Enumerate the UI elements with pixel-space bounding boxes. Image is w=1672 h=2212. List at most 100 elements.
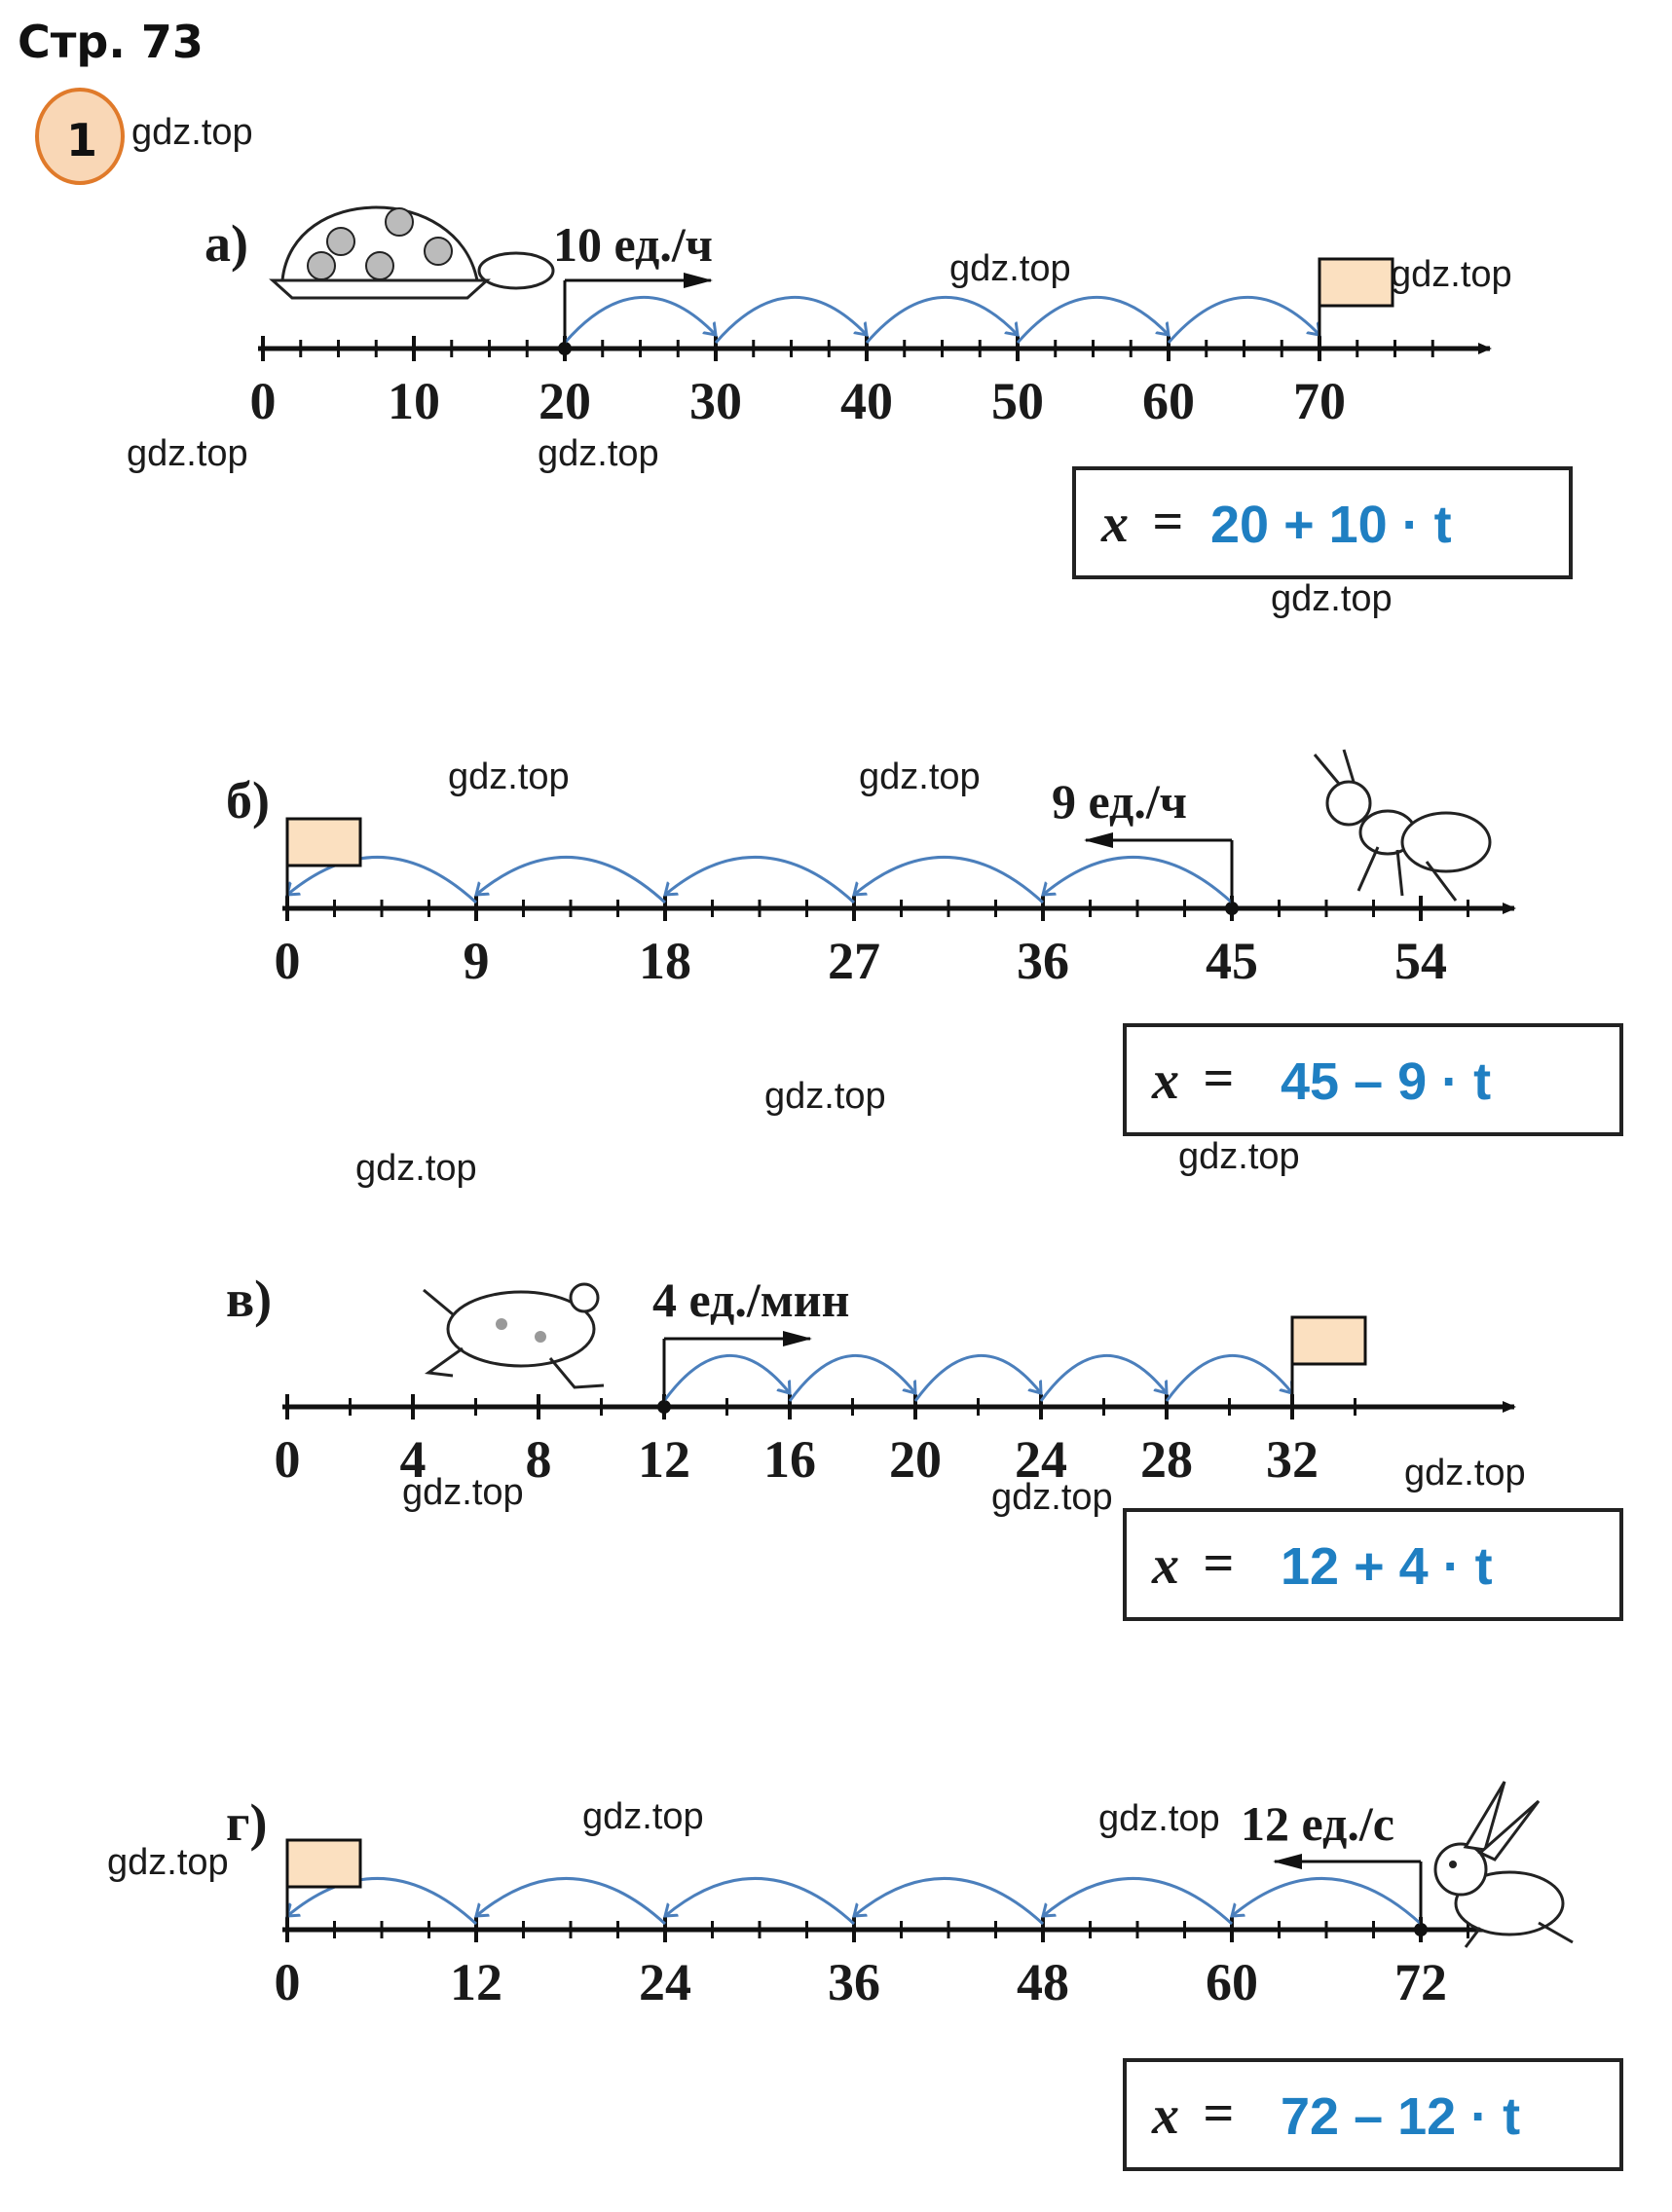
task-number-badge: 1 xyxy=(35,88,125,185)
formula-equals: = xyxy=(1203,1533,1234,1594)
watermark-text: gdz.top xyxy=(1271,578,1393,619)
formula-equals: = xyxy=(1203,2083,1234,2144)
jump-arc xyxy=(865,295,1018,344)
finish-flag xyxy=(285,817,362,867)
problem-label: в) xyxy=(226,1270,272,1328)
watermark-text: gdz.top xyxy=(1391,254,1512,295)
finish-flag xyxy=(285,1838,362,1889)
tick-label: 0 xyxy=(275,932,301,990)
problem-2: б) 0 9 18 27 36 45 54 9 ед./ч x = 45 – 9 · t xyxy=(226,749,1623,1136)
jump-arc xyxy=(1232,1877,1423,1926)
ant-icon xyxy=(1313,749,1492,902)
formula-variable: x xyxy=(1100,494,1129,554)
tick-label: 27 xyxy=(828,932,880,990)
watermark-text: gdz.top xyxy=(582,1796,704,1837)
tick-label: 45 xyxy=(1206,932,1258,990)
watermark-text: gdz.top xyxy=(1098,1798,1220,1839)
speed-label: 9 ед./ч xyxy=(1052,774,1187,829)
speed-label: 10 ед./ч xyxy=(553,217,713,272)
frog-icon xyxy=(423,1282,605,1389)
jump-arc xyxy=(563,295,716,344)
watermark-text: gdz.top xyxy=(107,1842,229,1883)
watermark-text: gdz.top xyxy=(127,433,248,474)
problem-label: б) xyxy=(226,771,270,830)
jump-arc xyxy=(1165,1354,1292,1402)
jump-arc xyxy=(476,856,667,904)
watermark-text: gdz.top xyxy=(859,756,981,797)
formula-box xyxy=(1072,466,1573,579)
jump-arc xyxy=(476,1877,667,1926)
watermark-text: gdz.top xyxy=(764,1076,886,1117)
tick-label: 0 xyxy=(275,1430,301,1489)
tick-label: 48 xyxy=(1017,1953,1069,2011)
tick-label: 16 xyxy=(763,1430,816,1489)
jump-arc xyxy=(1016,295,1169,344)
jump-arc xyxy=(1043,1877,1234,1926)
tick-label: 24 xyxy=(639,1953,691,2011)
jump-arc xyxy=(913,1354,1041,1402)
problem-label: г) xyxy=(226,1793,268,1852)
watermark-text: gdz.top xyxy=(131,112,253,153)
tick-label: 28 xyxy=(1140,1430,1193,1489)
jump-arc xyxy=(665,1877,856,1926)
formula-expression: 20 + 10 · t xyxy=(1210,496,1452,554)
formula-box xyxy=(1123,1023,1623,1136)
watermark-text: gdz.top xyxy=(1404,1453,1526,1493)
watermark-text: gdz.top xyxy=(949,248,1071,289)
jump-arc xyxy=(287,856,478,904)
tick-label: 12 xyxy=(450,1953,502,2011)
tick-label: 24 xyxy=(1015,1430,1067,1489)
formula-box xyxy=(1123,1508,1623,1621)
tick-label: 9 xyxy=(464,932,490,990)
watermark-text: gdz.top xyxy=(991,1477,1113,1518)
tick-label: 12 xyxy=(638,1430,690,1489)
rabbit-icon xyxy=(1433,1781,1574,1948)
turtle-icon xyxy=(269,205,555,300)
jump-arc xyxy=(1043,856,1234,904)
jump-arc xyxy=(854,856,1045,904)
formula-variable: x xyxy=(1151,2085,1179,2146)
formula-expression: 72 – 12 · t xyxy=(1281,2087,1520,2146)
problem-label: а) xyxy=(204,214,248,273)
tick-label: 60 xyxy=(1206,1953,1258,2011)
watermark-text: gdz.top xyxy=(1178,1136,1300,1177)
tick-label: 50 xyxy=(991,372,1044,430)
watermark-text: gdz.top xyxy=(355,1148,477,1189)
tick-label: 60 xyxy=(1142,372,1195,430)
formula-variable: x xyxy=(1151,1535,1179,1596)
formula-equals: = xyxy=(1203,1049,1234,1109)
tick-label: 72 xyxy=(1394,1953,1447,2011)
tick-label: 30 xyxy=(689,372,742,430)
tick-label: 20 xyxy=(889,1430,942,1489)
tick-label: 32 xyxy=(1266,1430,1319,1489)
jump-arc xyxy=(714,295,867,344)
formula-variable: x xyxy=(1151,1051,1179,1111)
finish-flag xyxy=(1318,257,1394,308)
jump-arc xyxy=(287,1877,478,1926)
tick-label: 4 xyxy=(400,1430,427,1489)
tick-label: 0 xyxy=(250,372,277,430)
formula-equals: = xyxy=(1152,492,1183,552)
formula-box xyxy=(1123,2058,1623,2171)
tick-label: 54 xyxy=(1394,932,1447,990)
formula-expression: 45 – 9 · t xyxy=(1281,1052,1491,1111)
jump-arc xyxy=(1039,1354,1167,1402)
tick-label: 36 xyxy=(1017,932,1069,990)
finish-flag xyxy=(1290,1315,1367,1366)
jump-arc xyxy=(665,856,856,904)
jump-arc xyxy=(854,1877,1045,1926)
tick-label: 10 xyxy=(388,372,440,430)
tick-label: 0 xyxy=(275,1953,301,2011)
watermark-text: gdz.top xyxy=(448,756,570,797)
tick-label: 18 xyxy=(639,932,691,990)
task-number: 1 xyxy=(66,114,97,166)
watermark-text: gdz.top xyxy=(402,1472,524,1513)
tick-label: 36 xyxy=(828,1953,880,2011)
tick-label: 20 xyxy=(539,372,591,430)
jump-arc xyxy=(788,1354,915,1402)
